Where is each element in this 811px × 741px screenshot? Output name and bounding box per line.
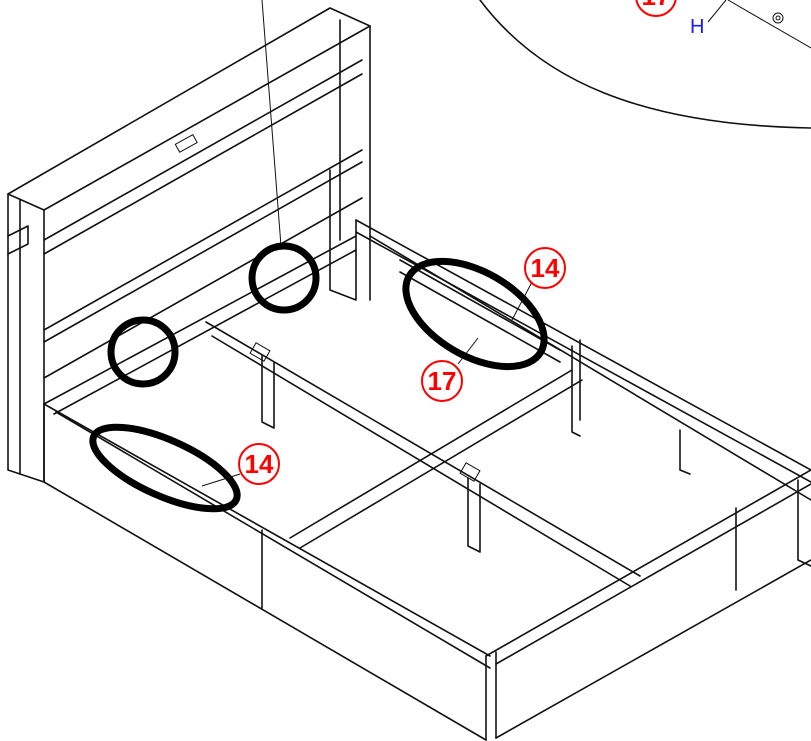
left-rail-top	[43, 235, 357, 405]
front-left-box-top	[43, 403, 491, 657]
highlights	[89, 242, 548, 513]
right-rail-end	[797, 479, 811, 567]
center-leg-middle	[467, 477, 481, 553]
leader-14-back	[511, 281, 533, 321]
callout-label: 14	[245, 449, 274, 479]
center-beam-bottom	[211, 335, 631, 587]
center-beam-top	[205, 321, 641, 577]
callout-14-front: 14	[238, 443, 280, 485]
highlight-ellipse-front	[89, 423, 241, 513]
detail-leader-h	[707, 0, 727, 23]
detail-rail	[727, 0, 811, 49]
beam-bracket-2	[459, 462, 481, 482]
callout-circle	[524, 247, 566, 289]
detail-bolt-inner	[775, 15, 781, 21]
callout-label: 17	[428, 366, 457, 396]
leader-line-top	[261, 0, 282, 247]
foot-rail-top-2	[495, 483, 811, 665]
right-center-leg	[571, 345, 581, 437]
usb-outlet	[174, 133, 198, 153]
detail-circle-arc	[479, 0, 811, 129]
back-inner-rail	[399, 259, 561, 351]
foot-rail-bottom	[495, 559, 811, 739]
highlight-ellipse-back	[402, 257, 548, 371]
headboard-post-bracket	[7, 225, 29, 255]
headboard-top-cap	[7, 7, 371, 211]
callout-circle	[421, 360, 463, 402]
callout-label: 17	[642, 0, 671, 11]
headboard-panel-bottom-2	[43, 161, 363, 343]
left-rail-top-2	[53, 249, 357, 415]
highlight-circle-left	[107, 316, 179, 388]
inner-rails	[43, 235, 641, 587]
front-left-box-bottom	[43, 403, 487, 741]
foot-rail-top	[485, 469, 811, 657]
highlight-circle-upper	[248, 242, 320, 314]
callout-17-detail: 17	[635, 0, 677, 17]
cross-slat-2	[299, 379, 583, 549]
right-rail-top-2	[355, 231, 811, 483]
beam-bracket-1	[249, 342, 271, 362]
right-rail-leg	[679, 429, 691, 475]
leader-14-front	[201, 473, 241, 487]
footboard-box	[43, 403, 811, 741]
cross-slat-1	[289, 369, 573, 539]
callout-17: 17	[421, 360, 463, 402]
callout-14-back: 14	[524, 247, 566, 289]
headboard-panel-bottom	[43, 149, 363, 331]
right-rail-inner	[369, 235, 811, 501]
callout-circle	[238, 443, 280, 485]
callout-label: 14	[531, 253, 560, 283]
headboard-shelf-line-2	[43, 73, 363, 255]
right-rail-top	[355, 219, 811, 471]
back-inner-rail-2	[399, 271, 561, 363]
side-rail-right	[355, 219, 811, 567]
headboard-left-post	[7, 193, 45, 483]
detail-view: H	[479, 0, 811, 129]
callout-circle	[635, 0, 677, 17]
headboard-lower-rail	[43, 197, 363, 379]
headboard-inner-leg	[329, 169, 357, 301]
leader-17	[457, 337, 479, 365]
headboard	[7, 7, 371, 483]
front-left-box-top-2	[55, 411, 491, 669]
detail-bolt	[772, 12, 784, 24]
detail-letter-label: H	[690, 16, 704, 38]
headboard-shelf-line-1	[43, 59, 363, 241]
center-leg-front	[261, 355, 275, 429]
